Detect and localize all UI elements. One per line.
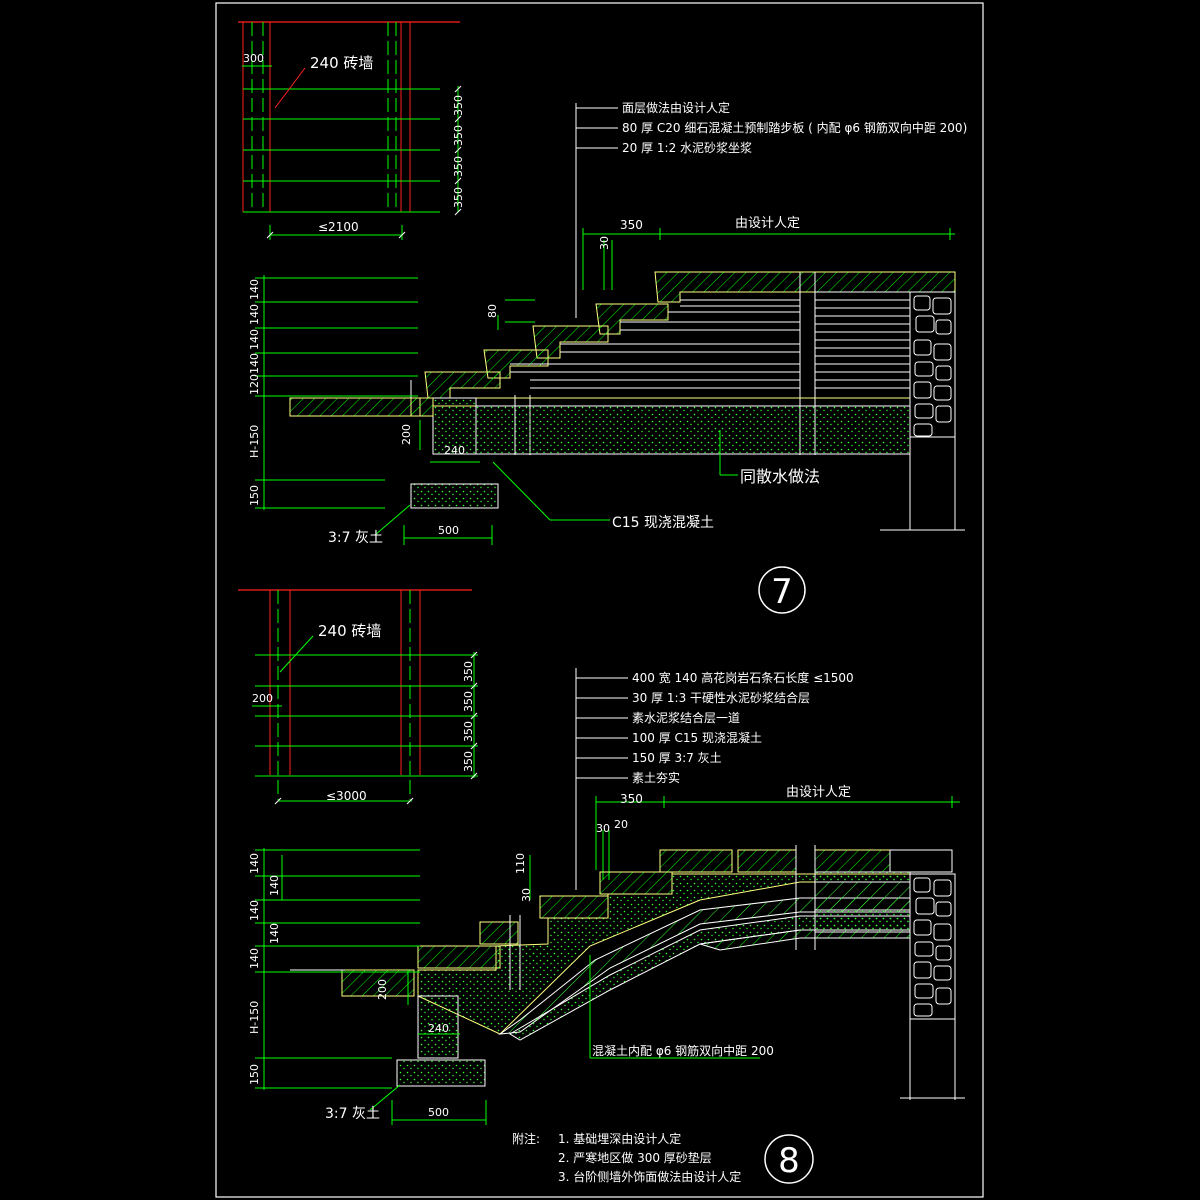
d7-label-lime: 3:7 灰土 xyxy=(328,530,383,546)
detail-8-plan: 240 砖墙 200 350 350 350 350 ≤3000 xyxy=(238,589,478,805)
notes-item-1: 1. 基础埋深由设计人定 xyxy=(558,1131,681,1146)
d8-number-circle xyxy=(764,1134,814,1184)
d7-number-circle xyxy=(758,566,806,614)
d8-note-5: 150 厚 3:7 灰土 xyxy=(632,751,722,765)
d8-dim-200: 200 xyxy=(252,692,273,705)
notes-item-2: 2. 严寒地区做 300 厚砂垫层 xyxy=(558,1150,712,1165)
d8-note-4: 100 厚 C15 现浇混凝土 xyxy=(632,730,762,745)
detail-7-plan: 240 砖墙 300 350 350 350 350 ≤2100 xyxy=(238,21,465,240)
d7-left-dim-4: 140 xyxy=(248,353,261,374)
d7-dim-300: 300 xyxy=(243,52,264,65)
d7-wall-label: 240 砖墙 xyxy=(310,54,373,72)
d7-left-dim-7: 150 xyxy=(248,485,261,506)
d8-dim-500: 500 xyxy=(428,1106,449,1119)
d8-note-2: 30 厚 1:3 干硬性水泥砂浆结合层 xyxy=(632,690,810,705)
d7-dim-350: 350 xyxy=(620,218,643,232)
d7-dim-80: 80 xyxy=(486,304,499,318)
d7-dim-design: 由设计人定 xyxy=(735,216,800,231)
d8-dim-20: 20 xyxy=(614,818,628,831)
d7-number: 7 xyxy=(771,572,793,612)
d7-dim-width: ≤2100 xyxy=(318,220,359,234)
d8-left-dim-2: 140 xyxy=(268,875,281,896)
d8-note-6: 素土夯实 xyxy=(632,770,680,785)
d8-dim-200: 200 xyxy=(376,979,389,1000)
d7-left-dim-2: 140 xyxy=(248,304,261,325)
sheet-border xyxy=(215,2,984,1198)
d8-dim-v3: 350 xyxy=(462,721,475,742)
general-notes: 附注: 1. 基础埋深由设计人定 2. 严寒地区做 300 厚砂垫层 3. 台阶… xyxy=(512,1131,741,1184)
d7-left-dim-5: 120 xyxy=(248,374,261,395)
detail-7: 240 砖墙 300 350 350 350 350 ≤2100 面层做法由设计… xyxy=(238,21,967,614)
d7-dim-500: 500 xyxy=(438,524,459,537)
d8-dim-110: 110 xyxy=(514,853,527,874)
d8-left-dim-6: H-150 xyxy=(248,1001,261,1034)
d8-left-dim-1: 140 xyxy=(248,853,261,874)
d7-dim-200: 200 xyxy=(400,424,413,445)
d7-left-dim-3: 140 xyxy=(248,329,261,350)
notes-item-3: 3. 台阶侧墙外饰面做法由设计人定 xyxy=(558,1169,741,1184)
d7-dim-v4: 350 xyxy=(452,187,465,208)
d8-left-dim-3: 140 xyxy=(248,900,261,921)
d8-dim-v2: 350 xyxy=(462,691,475,712)
d8-dim-v4: 350 xyxy=(462,751,475,772)
d7-dim-v1: 350 xyxy=(452,95,465,116)
d8-left-dim-7: 150 xyxy=(248,1064,261,1085)
d8-dim-design: 由设计人定 xyxy=(786,785,851,800)
d7-dim-30: 30 xyxy=(598,236,611,250)
d7-note-1: 面层做法由设计人定 xyxy=(622,100,730,115)
notes-heading: 附注: xyxy=(512,1131,540,1146)
d8-wall-label: 240 砖墙 xyxy=(318,622,381,640)
d7-note-3: 20 厚 1:2 水泥砂浆坐浆 xyxy=(622,140,752,155)
detail-8-section: 400 宽 140 高花岗岩石条石长度 ≤1500 30 厚 1:3 干硬性水泥… xyxy=(248,668,965,1184)
d8-note-3: 素水泥浆结合层一道 xyxy=(632,710,740,725)
d7-steps xyxy=(424,271,956,455)
d8-label-lime: 3:7 灰土 xyxy=(325,1106,380,1122)
d8-number: 8 xyxy=(778,1141,800,1181)
d8-left-dim-5: 140 xyxy=(248,948,261,969)
d7-dim-v3: 350 xyxy=(452,156,465,177)
d8-steps xyxy=(341,849,953,997)
d8-label-rebar: 混凝土内配 φ6 钢筋双向中距 200 xyxy=(592,1043,774,1058)
d7-dim-240: 240 xyxy=(444,444,465,457)
d8-left-dim-4: 140 xyxy=(268,923,281,944)
d8-dim-30: 30 xyxy=(596,822,610,835)
d8-dim-v1: 350 xyxy=(462,661,475,682)
d8-dim-30b: 30 xyxy=(520,888,533,902)
d7-dim-v2: 350 xyxy=(452,125,465,146)
detail-8: 240 砖墙 200 350 350 350 350 ≤3000 400 宽 1… xyxy=(238,589,965,1184)
d7-left-dim-1: 140 xyxy=(248,279,261,300)
d8-dim-240: 240 xyxy=(428,1022,449,1035)
d8-dim-width: ≤3000 xyxy=(326,789,367,803)
d7-note-2: 80 厚 C20 细石混凝土预制踏步板 ( 内配 φ6 钢筋双向中距 200) xyxy=(622,120,967,135)
detail-7-section: 面层做法由设计人定 80 厚 C20 细石混凝土预制踏步板 ( 内配 φ6 钢筋… xyxy=(248,100,967,614)
d7-label-c15: C15 现浇混凝土 xyxy=(612,515,714,531)
d7-left-dim-6: H-150 xyxy=(248,425,261,458)
d8-dim-350: 350 xyxy=(620,792,643,806)
d7-label-scatter: 同散水做法 xyxy=(740,467,820,486)
d8-note-1: 400 宽 140 高花岗岩石条石长度 ≤1500 xyxy=(632,670,854,685)
